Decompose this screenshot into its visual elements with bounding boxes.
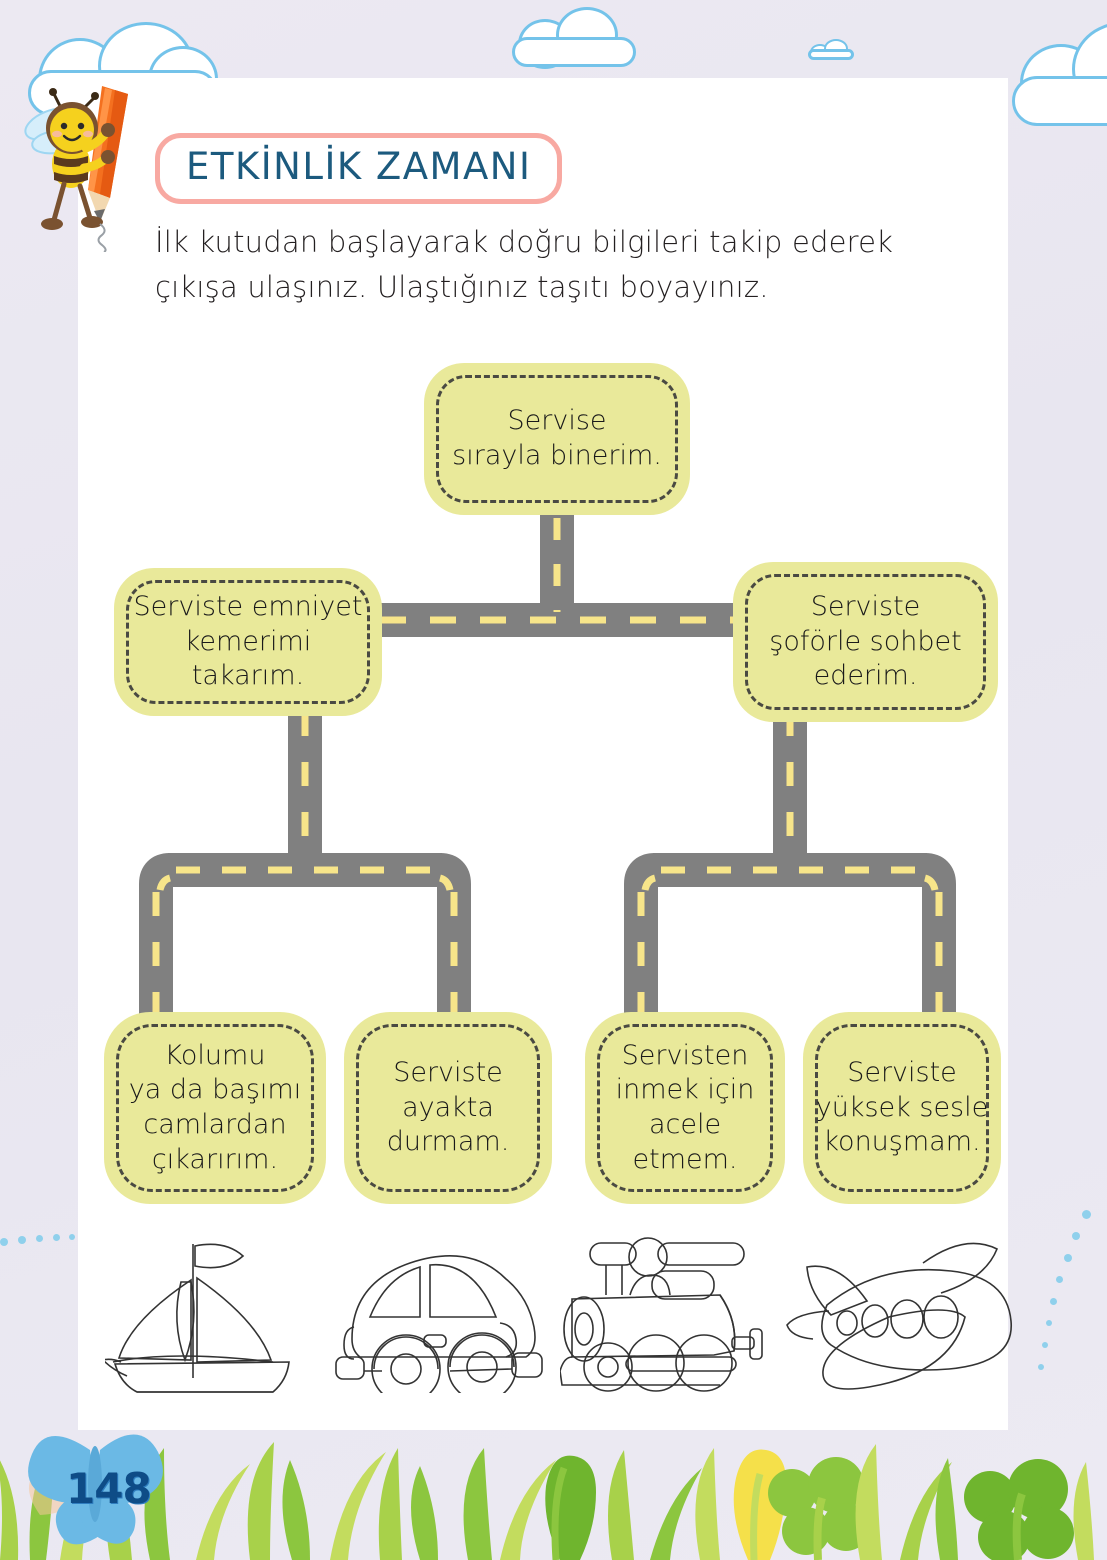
cloud-top-center — [508, 5, 643, 69]
flow-node-leaf-3[interactable]: Servisten inmek için acele etmem. — [585, 1012, 785, 1204]
flow-node-start-text: Servise sırayla binerim. — [452, 405, 662, 471]
lane-dash-corner-3 — [641, 874, 657, 891]
dot-trail-left — [0, 1228, 90, 1258]
page-title: ETKİNLİK ZAMANI — [186, 145, 532, 188]
flow-node-leaf-4[interactable]: Serviste yüksek sesle konuşmam. — [803, 1012, 1001, 1204]
flow-node-leaf-3-text: Servisten inmek için acele etmem. — [615, 1039, 755, 1175]
flow-node-leaf-1-text: Kolumu ya da başımı camlardan çıkarırım. — [128, 1039, 302, 1175]
page-number-badge: 148 — [28, 1422, 198, 1552]
sailboat-icon[interactable] — [105, 1230, 330, 1405]
flow-node-start[interactable]: Servise sırayla binerim. — [424, 363, 690, 515]
lane-dash-corner-4 — [923, 874, 939, 891]
lane-dash-corner-2 — [438, 874, 454, 891]
airplane-icon[interactable] — [785, 1225, 1025, 1400]
flow-node-left-mid[interactable]: Serviste emniyet kemerimi takarım. — [114, 568, 382, 716]
flow-node-left-mid-text: Serviste emniyet kemerimi takarım. — [133, 591, 363, 692]
flow-node-right-mid-text: Serviste şoförle sohbet ederim. — [769, 591, 962, 692]
road-left-branch-left — [139, 853, 187, 1052]
flow-node-leaf-1[interactable]: Kolumu ya da başımı camlardan çıkarırım. — [104, 1012, 326, 1204]
lane-dash-corner-1 — [156, 874, 172, 891]
paper-sheet — [78, 78, 1008, 1430]
flow-node-right-mid[interactable]: Serviste şoförle sohbet ederim. — [733, 562, 998, 722]
activity-title-badge: ETKİNLİK ZAMANI — [155, 133, 563, 204]
train-icon[interactable] — [560, 1233, 775, 1398]
cloud-small — [808, 38, 856, 60]
flow-node-leaf-2-text: Serviste ayakta durmam. — [386, 1057, 510, 1158]
sheet-scallop-edge — [78, 78, 1008, 1430]
cloud-top-right — [1010, 18, 1107, 126]
flow-node-leaf-2[interactable]: Serviste ayakta durmam. — [344, 1012, 552, 1204]
dot-trail-right — [1020, 1210, 1107, 1440]
road-left-branch-right — [423, 853, 471, 1052]
page-number: 148 — [66, 1464, 152, 1513]
bee-mascot-icon — [24, 72, 154, 253]
instruction-text: İlk kutudan başlayarak doğru bilgileri t… — [155, 225, 894, 304]
vehicle-outlines-row — [95, 1225, 1025, 1410]
road-right-branch-right — [908, 853, 956, 1052]
car-icon[interactable] — [330, 1243, 560, 1393]
grass-decoration — [0, 1442, 1094, 1560]
road-right-branch-left — [624, 853, 672, 1052]
flow-node-leaf-4-text: Serviste yüksek sesle konuşmam. — [815, 1057, 989, 1158]
